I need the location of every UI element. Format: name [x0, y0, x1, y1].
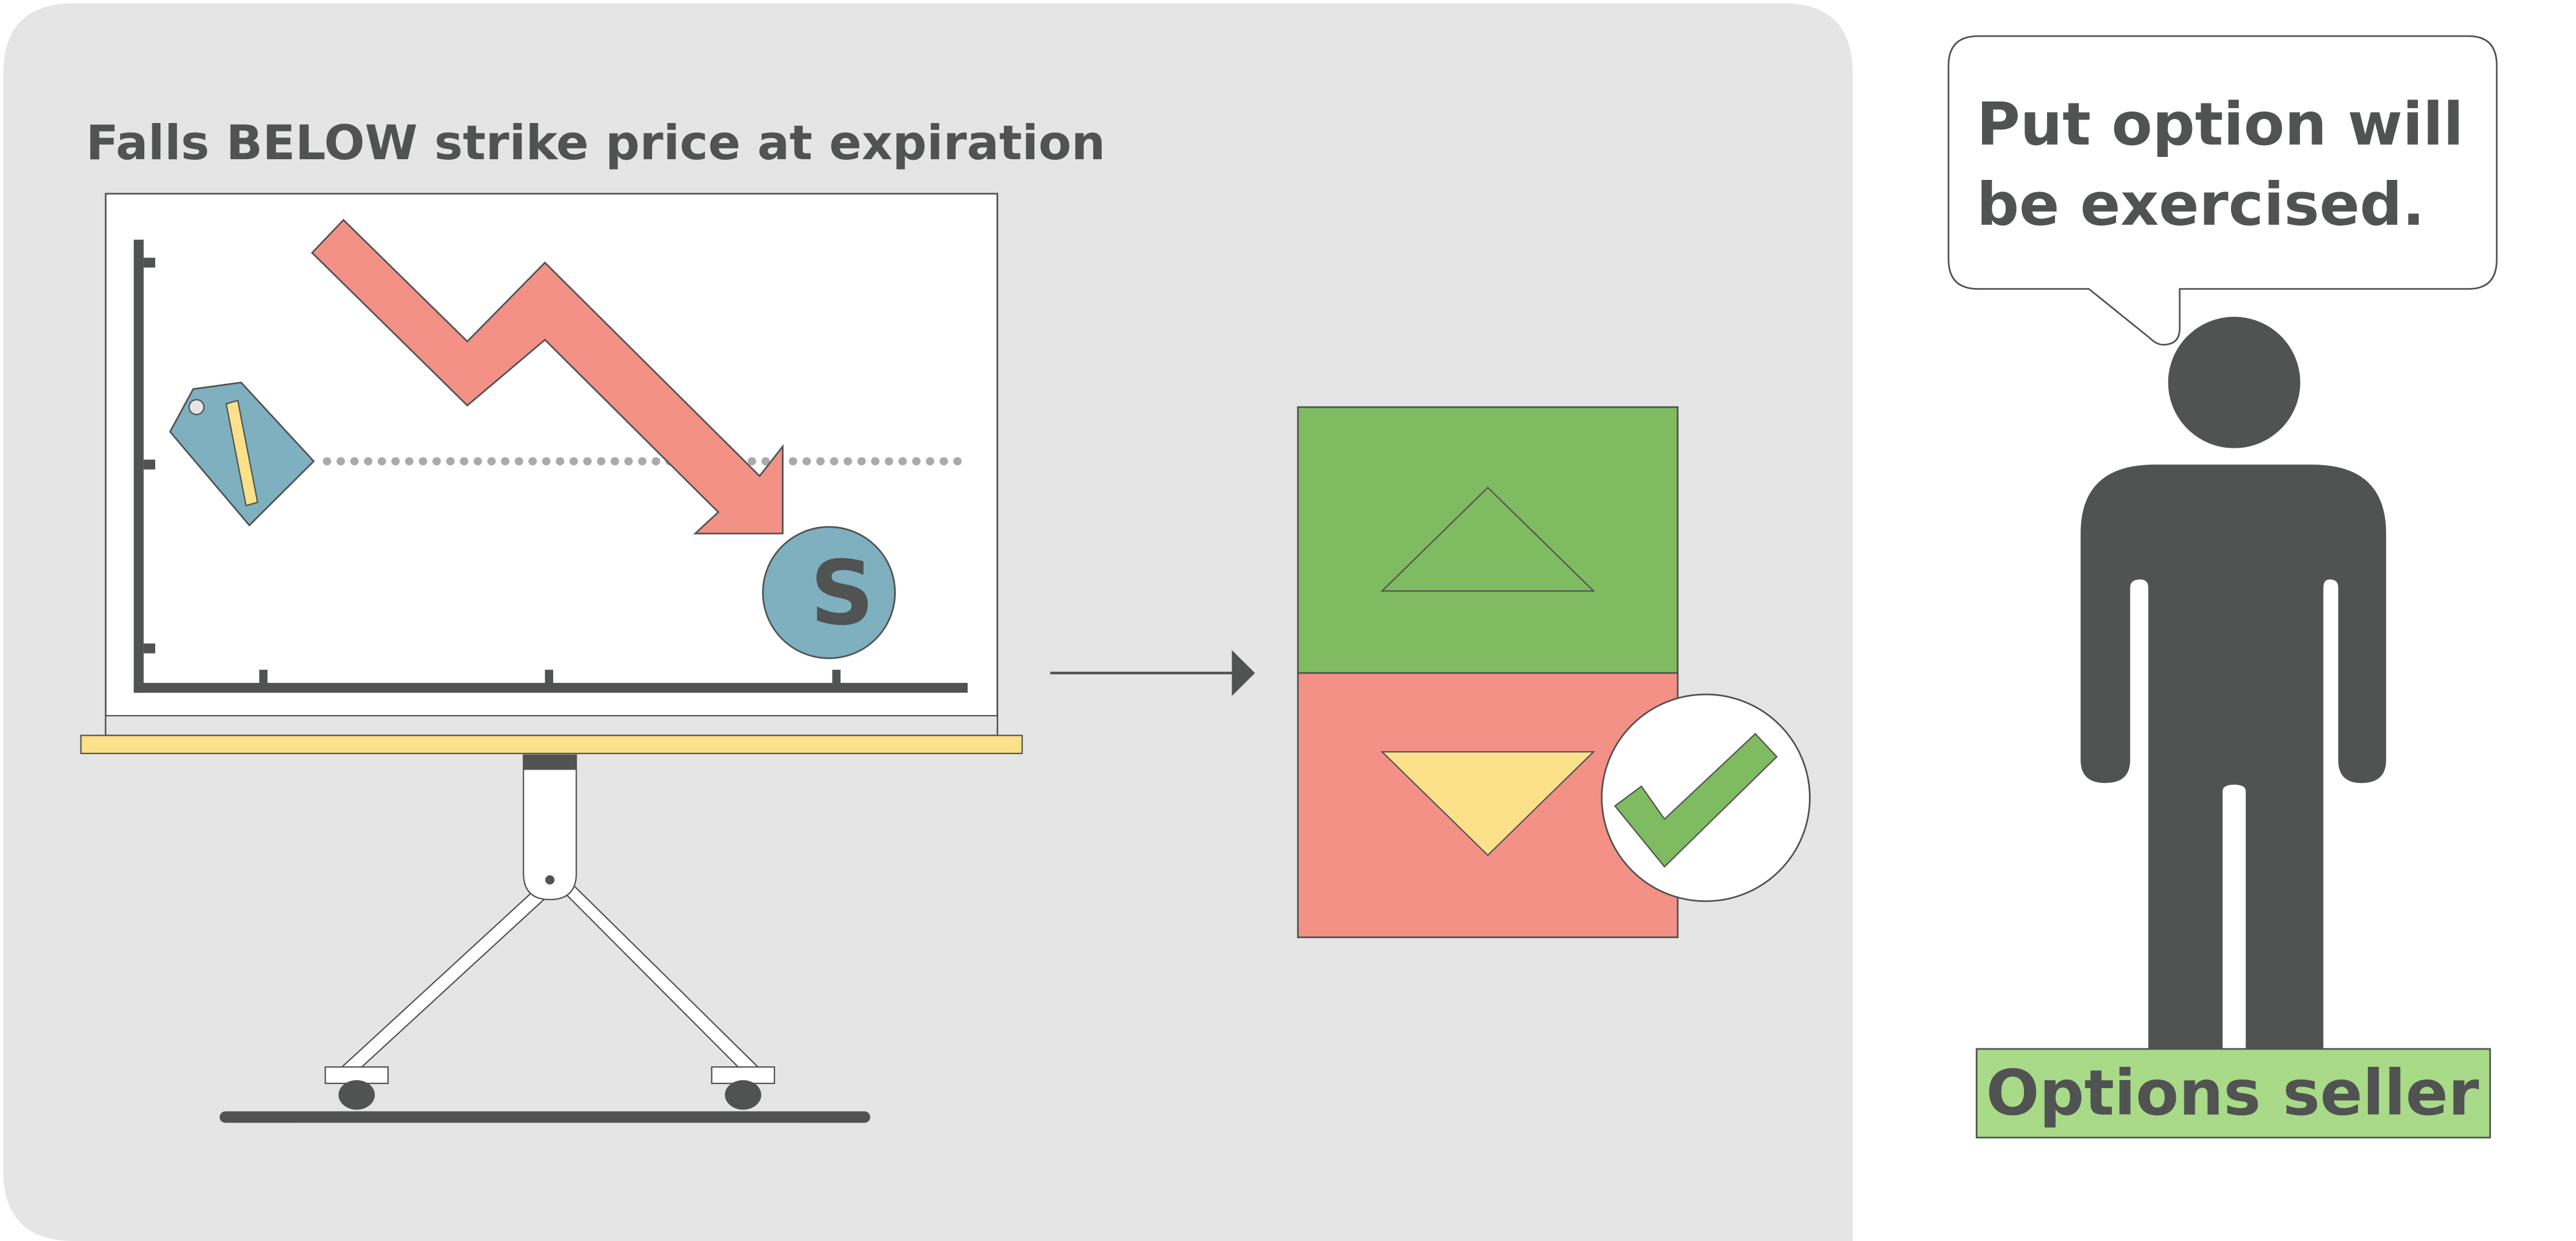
chart-axes [133, 239, 968, 693]
downtrend-arrow-icon [310, 218, 784, 535]
up-triangle-icon [1380, 486, 1596, 592]
stock-badge-icon: S [762, 526, 896, 659]
price-tag-icon [169, 381, 315, 527]
checkmark-icon [1613, 732, 1778, 868]
outcome-boxes [1297, 406, 1811, 939]
speech-bubble: Put option will be exercised. [1948, 35, 2498, 346]
flow-arrow-icon [1050, 650, 1255, 696]
role-label-text: Options seller [1986, 1056, 2479, 1129]
down-triangle-icon [1380, 751, 1596, 856]
whiteboard: S [80, 193, 1023, 754]
marker-tray [80, 735, 1023, 754]
role-label: Options seller [1976, 1048, 2491, 1139]
checkmark-badge [1601, 693, 1811, 902]
speech-line-1: Put option will [1977, 90, 2464, 159]
panel-title: Falls BELOW strike price at expiration [86, 115, 1105, 171]
easel-stand [219, 754, 871, 1123]
person-icon [2080, 317, 2386, 1051]
stock-badge-label: S [810, 542, 875, 645]
speech-line-2: be exercised. [1977, 171, 2425, 240]
